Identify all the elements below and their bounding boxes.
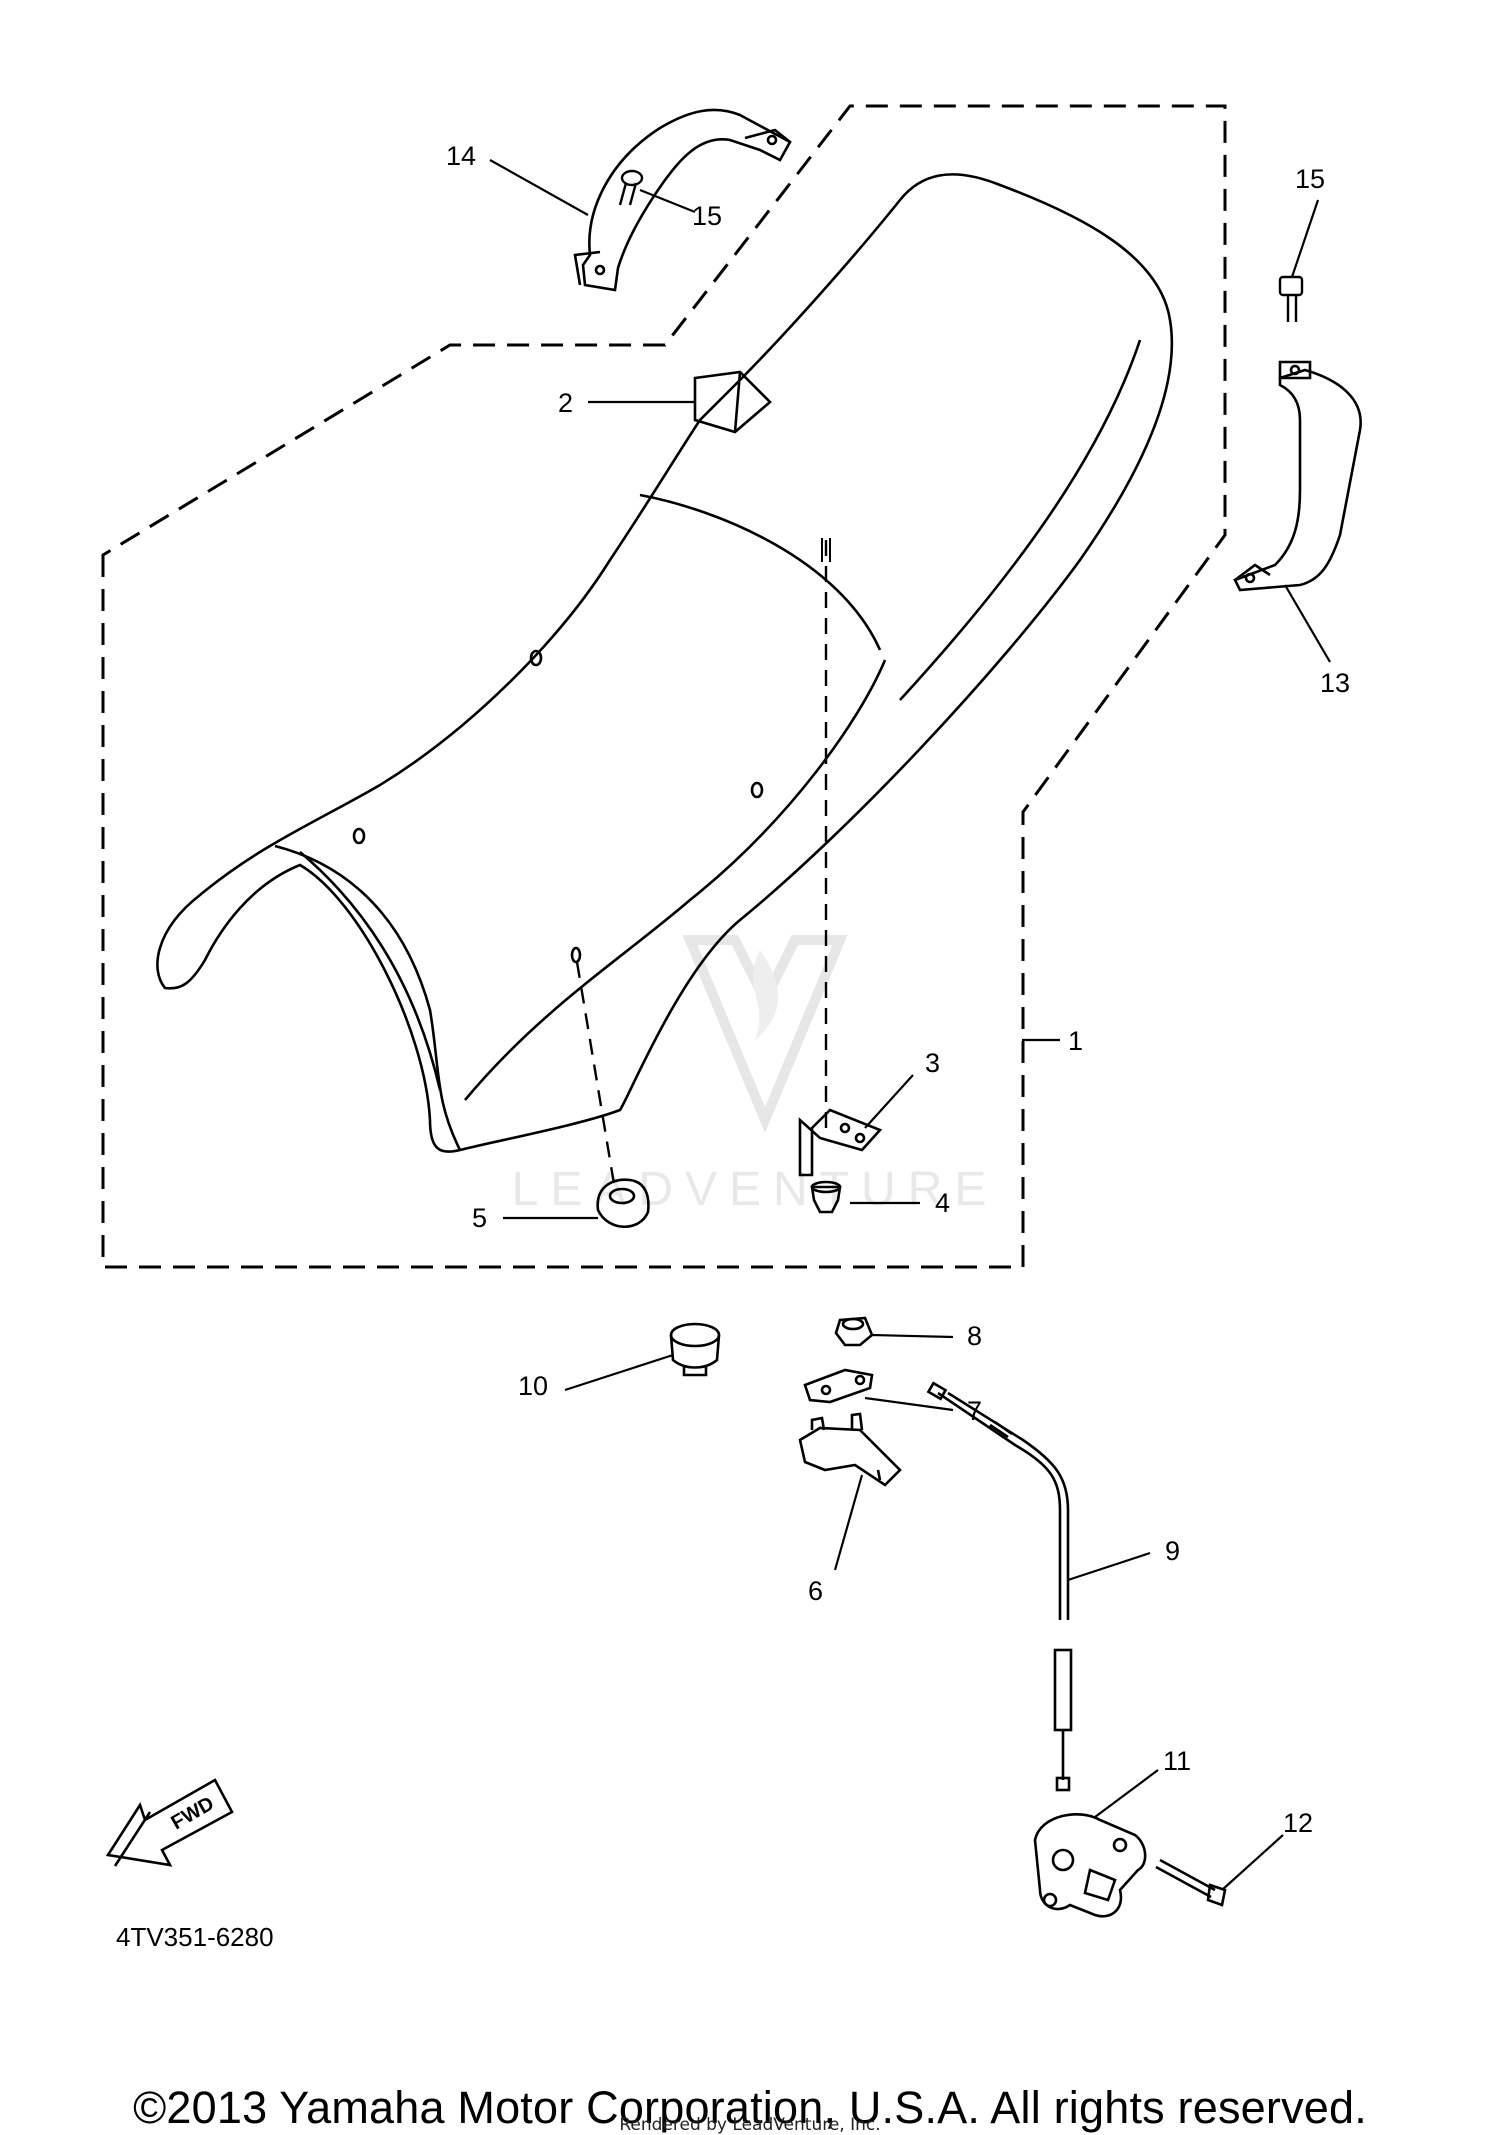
seat-assembly-dashed-outline xyxy=(101,104,1227,1269)
callout-7: 7 xyxy=(967,1396,982,1426)
fwd-label: FWD xyxy=(168,1793,218,1835)
leadventure-watermark: LEADVENTURE xyxy=(512,935,999,1216)
part-14-grab-handle xyxy=(573,108,792,292)
seat xyxy=(156,173,1174,1153)
part-7-plate xyxy=(803,1368,874,1404)
part-3-bracket xyxy=(798,1108,883,1177)
part-13-grab-handle xyxy=(1233,360,1362,592)
leader-lines xyxy=(489,159,1331,1891)
callout-15-left: 15 xyxy=(692,201,722,231)
callout-2: 2 xyxy=(558,388,573,418)
callout-11: 11 xyxy=(1163,1746,1191,1776)
watermark-text: LEADVENTURE xyxy=(512,1163,999,1216)
callout-5: 5 xyxy=(472,1203,487,1233)
part-code: 4TV351-6280 xyxy=(116,1922,274,1952)
part-10-stopper xyxy=(669,1322,721,1377)
callout-10: 10 xyxy=(518,1371,548,1401)
callout-4: 4 xyxy=(935,1188,950,1218)
part-2-emblem xyxy=(693,370,772,434)
callout-14: 14 xyxy=(446,141,476,171)
part-15-bolt-right xyxy=(1278,275,1304,322)
fwd-arrow: FWD xyxy=(105,1778,234,1867)
callout-12: 12 xyxy=(1283,1808,1313,1838)
part-6-lock-bracket xyxy=(798,1412,902,1487)
callout-8: 8 xyxy=(967,1321,982,1351)
part-12-bolt xyxy=(1155,1858,1227,1907)
callout-3: 3 xyxy=(925,1048,940,1078)
part-9-cable xyxy=(926,1381,1073,1792)
part-4-nut xyxy=(810,1180,842,1214)
part-15-bolt-left xyxy=(618,169,644,206)
part-5-damper xyxy=(596,1178,650,1228)
callout-15-right: 15 xyxy=(1295,164,1325,194)
part-11-lock xyxy=(1033,1813,1147,1918)
callout-1: 1 xyxy=(1068,1026,1083,1056)
copyright-notice: ©2013 Yamaha Motor Corporation, U.S.A. A… xyxy=(133,2082,1367,2133)
callout-labels: 1 2 3 4 5 6 7 8 9 10 11 12 13 14 15 15 xyxy=(446,141,1350,1838)
callout-9: 9 xyxy=(1165,1536,1180,1566)
callout-6: 6 xyxy=(808,1576,823,1606)
part-5-guide-line xyxy=(575,961,617,1191)
part-8-nut xyxy=(834,1316,874,1347)
rendered-by-credit: Rendered by LeadVenture, Inc. xyxy=(619,2115,881,2135)
callout-13: 13 xyxy=(1320,668,1350,698)
